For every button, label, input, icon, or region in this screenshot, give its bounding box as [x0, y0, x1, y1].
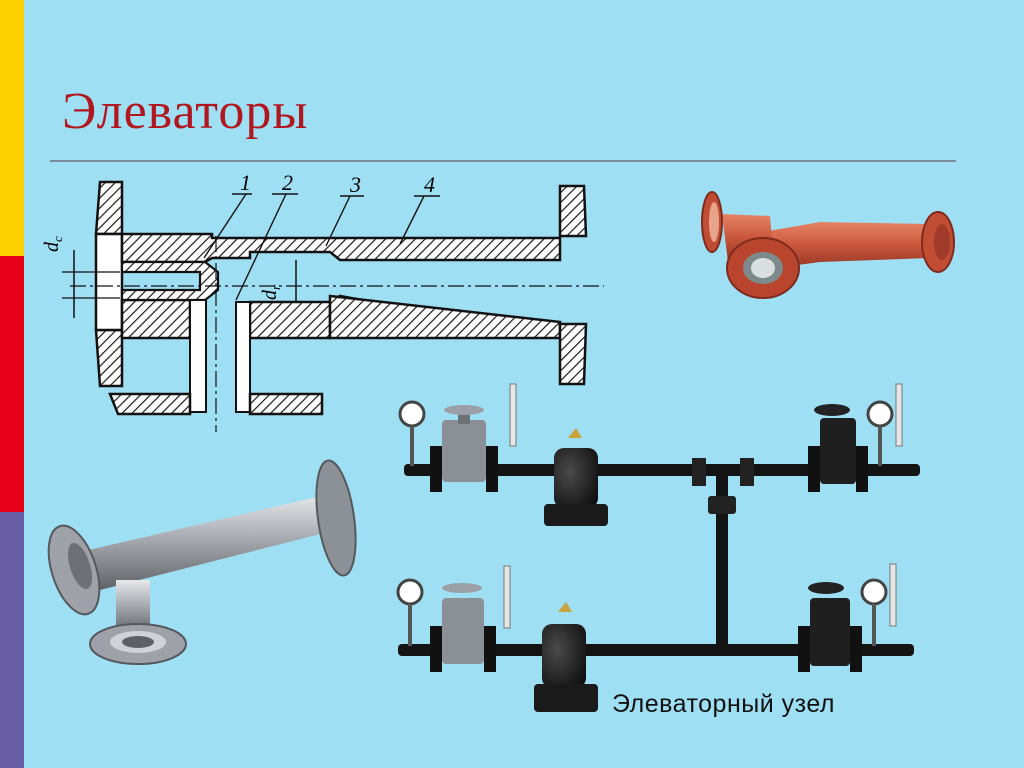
left-flange-top: [94, 180, 124, 236]
upper-body-wall: [120, 232, 562, 264]
callout-2: 2: [282, 170, 293, 195]
title-divider: [50, 160, 956, 162]
lower-diffuser-wall: [328, 294, 562, 340]
elevator-unit-photo: [396, 383, 920, 712]
branch-flange-right: [248, 392, 324, 416]
elevator-cross-section: dc dr 1 2 3 4: [41, 170, 604, 432]
callout-4: 4: [424, 172, 435, 197]
unit-caption: Элеваторный узел: [612, 690, 835, 718]
nozzle: [120, 260, 220, 302]
callout-3: 3: [349, 172, 361, 197]
accent-stripe-red: [0, 256, 24, 512]
right-flange-top: [558, 184, 588, 238]
branch-flange-left: [108, 392, 192, 416]
callout-1: 1: [240, 170, 251, 195]
right-flange-bottom: [558, 322, 588, 386]
accent-stripe-yellow: [0, 0, 24, 256]
dim-label-nozzle: dc: [41, 236, 65, 252]
steel-elevator-photo: [47, 459, 357, 665]
accent-stripe-purple: [0, 512, 24, 768]
left-flange-bottom: [94, 328, 124, 388]
lower-body-wall: [120, 298, 192, 340]
red-elevator-photo: [701, 191, 955, 299]
slide-title: Элеваторы: [62, 83, 309, 140]
